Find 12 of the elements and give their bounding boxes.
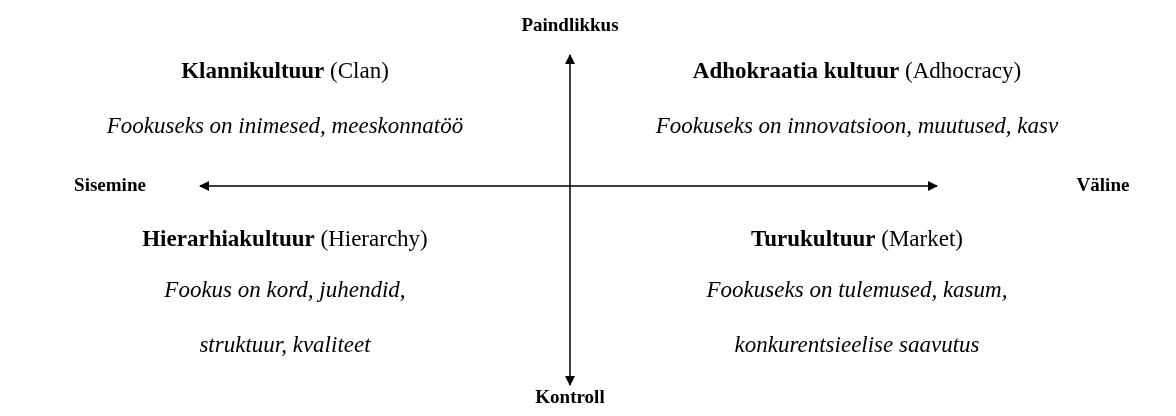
axis-label: Kontroll [535,386,605,408]
quadrant-description: Fookuseks on tulemused, kasum, konkurentsieelise saavutus [705,276,1009,359]
quadrant-title: Turukultuur (Market) [751,226,963,252]
axis-label: Väline [1076,174,1130,196]
quadrant-title: Adhokraatia kultuur (Adhocracy) [692,58,1022,84]
quadrant-title: Klannikultuur (Clan) [181,58,389,84]
quadrant-description: Fookus on kord, juhendid, struktuur, kvaliteet [163,276,407,359]
axis-label: Sisemine [74,174,146,196]
quadrant-description: Fookuseks on innovatsioon, muutused, kasv [655,113,1059,139]
quadrant-description: Fookuseks on inimesed, meeskonnatöö [106,113,464,139]
quadrant-title: Hierarhiakultuur (Hierarchy) [142,226,428,252]
axis-label: Paindlikkus [521,14,619,36]
